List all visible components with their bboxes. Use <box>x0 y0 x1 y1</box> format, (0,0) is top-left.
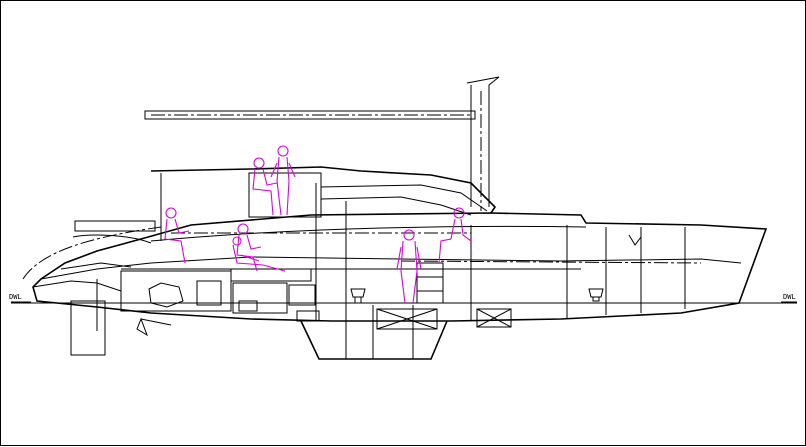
toilet-2 <box>588 288 604 302</box>
person-seated-helm <box>252 157 278 216</box>
engine <box>148 282 184 308</box>
stern-arch <box>74 220 156 232</box>
construction-line-3 <box>22 226 162 280</box>
storage-box-2 <box>476 308 512 328</box>
deckhouse-window <box>320 184 488 212</box>
helm-station <box>248 172 322 218</box>
deckhouse-lower-window <box>320 196 472 216</box>
construction-line-2 <box>400 260 702 264</box>
stern-platform <box>32 280 122 292</box>
deck-line <box>150 225 587 242</box>
waterline-label-right: DWL <box>783 293 796 301</box>
propeller <box>136 317 148 337</box>
saloon-settee <box>230 268 312 282</box>
engine-room <box>120 270 232 312</box>
toilet-1 <box>350 288 366 304</box>
hull-inner-sheer <box>40 256 742 280</box>
person-standing-cabin <box>396 229 422 304</box>
keel-sump <box>300 320 448 360</box>
companion-steps <box>416 262 444 304</box>
hull-outline <box>32 212 768 322</box>
waterline-label-left: DWL <box>9 293 22 301</box>
person-seated-forward <box>438 207 472 264</box>
storage-box-1 <box>376 308 438 330</box>
mast <box>466 76 500 207</box>
person-seated-cockpit <box>164 207 190 264</box>
coachroof <box>150 166 497 214</box>
storage-box-2-cross <box>476 308 512 328</box>
dinghy <box>72 234 152 244</box>
rudder <box>70 300 106 356</box>
storage-box-1-cross <box>376 308 438 330</box>
engine-panel <box>196 280 222 306</box>
person-standing-helm <box>270 145 296 216</box>
bilge-pump <box>296 310 320 322</box>
galley-cabinet <box>232 282 288 314</box>
person-reclining <box>232 236 286 272</box>
anchor <box>628 234 642 246</box>
saloon-locker <box>288 284 316 306</box>
stern-step <box>60 262 132 270</box>
prop-shaft <box>140 318 172 326</box>
galley-drawer <box>238 300 258 312</box>
boom <box>144 110 476 120</box>
